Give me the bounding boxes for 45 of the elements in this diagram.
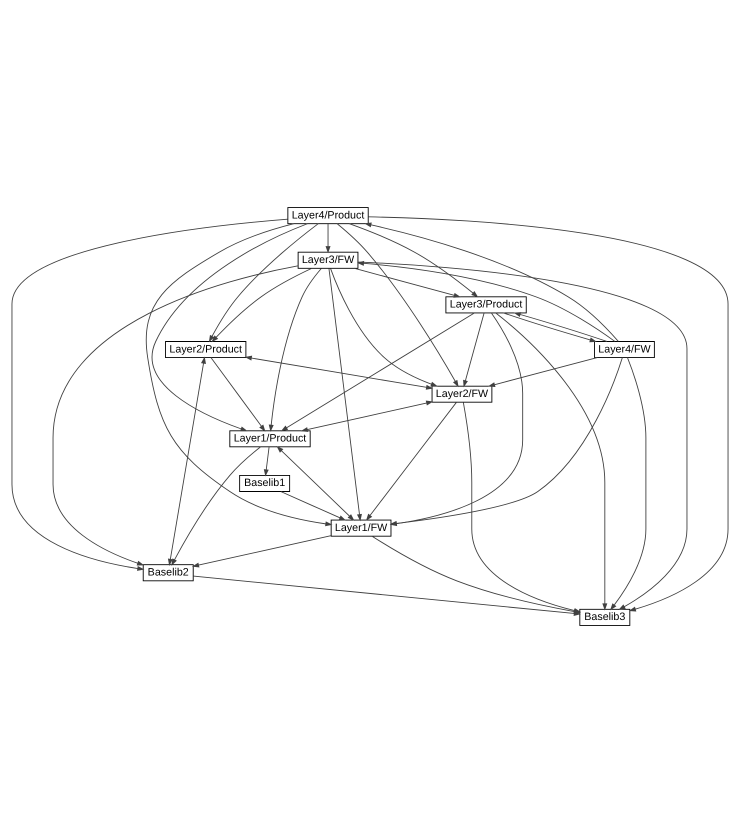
- arrow: [488, 357, 598, 388]
- arrow: [326, 224, 331, 254]
- arrow: [514, 312, 608, 342]
- arrow: [366, 402, 457, 521]
- node-box: Layer2/FW: [432, 386, 492, 403]
- node-box: Baselib3: [579, 608, 630, 626]
- arrow: [146, 223, 332, 526]
- arrow: [268, 268, 322, 432]
- node-box: Layer3/Product: [445, 296, 527, 314]
- arrow: [463, 312, 485, 388]
- node-box: Layer1/Product: [229, 430, 311, 448]
- arrow: [368, 216, 728, 612]
- node-box: Baselib1: [239, 474, 290, 492]
- arrow: [52, 265, 299, 566]
- arrow: [192, 535, 332, 568]
- arrow: [168, 356, 206, 566]
- arrow: [348, 223, 478, 298]
- arrow: [358, 262, 688, 610]
- arrow: [328, 268, 362, 522]
- arrow: [210, 357, 266, 432]
- arrow: [12, 218, 288, 571]
- node-box: Layer4/FW: [594, 341, 655, 358]
- arrow: [280, 312, 475, 432]
- arrow: [171, 446, 261, 566]
- arrow: [208, 223, 319, 342]
- arrow: [503, 312, 597, 342]
- node-box: Layer2/Product: [165, 341, 246, 358]
- arrow: [152, 223, 308, 432]
- arrow: [356, 260, 616, 342]
- arrow: [354, 268, 461, 298]
- arrow: [280, 491, 346, 521]
- arrow: [300, 400, 434, 432]
- arrow: [244, 356, 434, 390]
- arrow: [276, 446, 354, 521]
- node-box: Layer3/FW: [298, 252, 358, 269]
- arrow: [364, 222, 619, 342]
- arrow: [336, 223, 459, 388]
- arrow: [495, 312, 608, 611]
- arrow: [330, 268, 438, 386]
- arrow: [610, 357, 646, 610]
- node-box: Layer1/FW: [330, 520, 392, 537]
- node-box: Baselib2: [142, 564, 194, 582]
- arrow: [211, 268, 312, 342]
- arrow: [264, 446, 270, 477]
- node-box: Layer4/Product: [287, 207, 369, 224]
